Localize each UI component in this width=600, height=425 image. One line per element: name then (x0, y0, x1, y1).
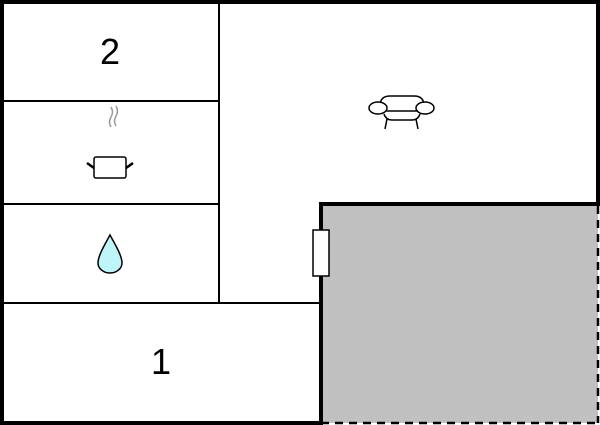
room-label-2: 2 (99, 31, 121, 72)
armchair-icon (368, 95, 435, 130)
water-drop-icon (97, 233, 123, 274)
cooking-pot-icon (86, 105, 134, 179)
terrace-area (321, 204, 598, 423)
door-icon (312, 229, 330, 277)
room-label-1: 1 (150, 341, 172, 382)
